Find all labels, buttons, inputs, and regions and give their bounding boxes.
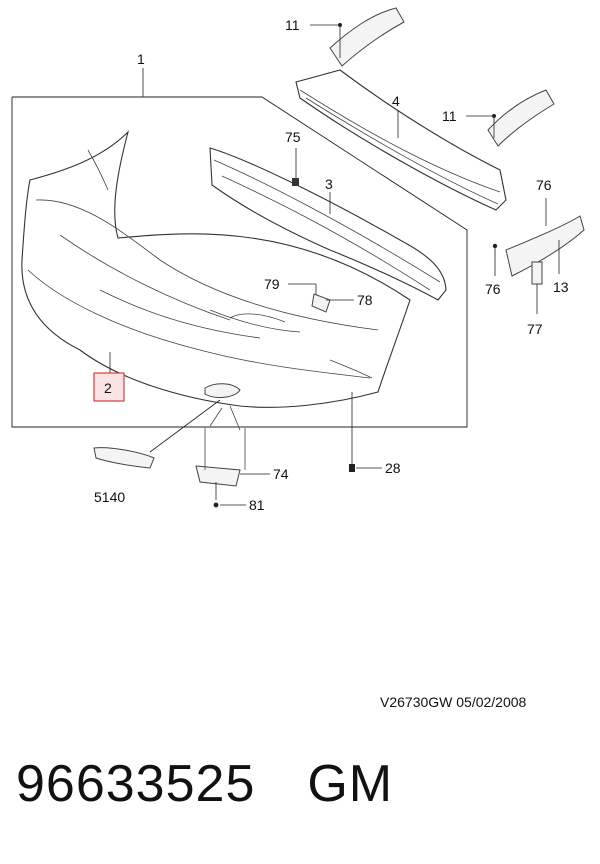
brand-name: GM [307, 755, 394, 813]
assembly-frame [11, 68, 468, 428]
screw-28 [349, 392, 382, 472]
callout-77: 77 [527, 321, 543, 337]
callout-76-upper: 76 [536, 177, 552, 193]
callout-74: 74 [273, 466, 289, 482]
callout-75: 75 [285, 129, 301, 145]
screw-81 [213, 482, 246, 508]
part-number: 96633525 [16, 755, 256, 813]
part-number-line: 96633525 GM [16, 754, 393, 814]
reinforcement-beam [295, 69, 507, 211]
callout-2-box [93, 352, 125, 402]
clip-75 [292, 148, 299, 186]
rear-bumper-fascia [21, 130, 411, 408]
drawing-reference: V26730GW 05/02/2008 [380, 694, 527, 710]
callout-3: 3 [325, 176, 333, 192]
bracket-right [466, 89, 555, 147]
callout-4: 4 [392, 93, 400, 109]
callout-13: 13 [553, 279, 569, 295]
side-bracket [492, 198, 585, 314]
callout-1: 1 [137, 51, 145, 67]
callout-11-right: 11 [442, 108, 457, 124]
callout-5140: 5140 [94, 489, 125, 505]
callout-11-upper: 11 [285, 17, 300, 33]
callout-76-lower: 76 [485, 281, 501, 297]
hook-cover-74 [195, 405, 270, 487]
bracket-upper-left [310, 7, 405, 67]
callout-79: 79 [264, 276, 280, 292]
callout-81: 81 [249, 497, 265, 513]
callout-2: 2 [104, 380, 112, 396]
energy-absorber [209, 147, 447, 301]
reflector-5140 [93, 399, 221, 469]
bracket-78-79 [288, 283, 354, 313]
callout-28: 28 [385, 460, 401, 476]
callout-78: 78 [357, 292, 373, 308]
